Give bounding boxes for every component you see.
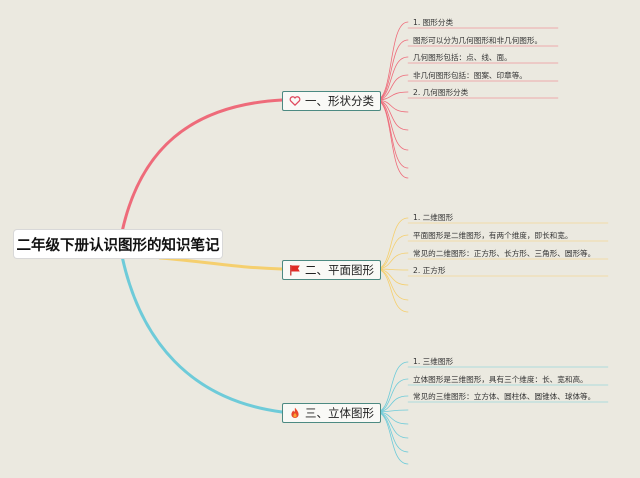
leaf-item: 常见的二维图形：正方形、长方形、三角形、圆形等。 [413, 249, 596, 258]
leaf-item: 立体图形是三维图形，具有三个维度：长、宽和高。 [413, 375, 588, 384]
leaf-item: 2. 正方形 [413, 266, 446, 275]
branch-plane-figures[interactable]: 二、平面图形 [282, 260, 381, 280]
leaf-connector [375, 99, 409, 169]
leaf-item: 常见的三维图形：立方体、圆柱体、圆锥体、球体等。 [413, 392, 596, 401]
leaf-item: 图形可以分为几何图形和非几何图形。 [413, 36, 543, 45]
root-topic[interactable]: 二年级下册认识图形的知识笔记 [14, 230, 222, 258]
branch-label: 一、形状分类 [305, 94, 374, 108]
branch-label: 二、平面图形 [305, 263, 374, 277]
leaf-item: 平面图形是二维图形，有两个维度，即长和宽。 [413, 231, 573, 240]
heart-icon [289, 95, 301, 107]
leaf-connector [375, 39, 409, 101]
root-topic-title: 二年级下册认识图形的知识笔记 [16, 237, 220, 254]
branch-connector [120, 98, 284, 234]
branch-solid-figures[interactable]: 三、立体图形 [282, 403, 381, 423]
flag-icon [289, 264, 301, 276]
leaf-connector [375, 21, 409, 101]
branch-connector [158, 256, 284, 271]
branch-label: 三、立体图形 [305, 406, 374, 420]
flame-icon [289, 407, 301, 419]
leaf-item: 2. 几何图形分类 [413, 88, 469, 97]
leaf-item: 非几何图形包括：图案、印章等。 [413, 71, 527, 80]
leaf-item: 几何图形包括：点、线、面。 [413, 53, 512, 62]
leaf-item: 1. 二维图形 [413, 213, 454, 222]
branch-connector [120, 254, 284, 414]
leaf-item: 1. 三维图形 [413, 357, 454, 366]
branch-shape-classification[interactable]: 一、形状分类 [282, 91, 381, 111]
leaf-item: 1. 图形分类 [413, 18, 454, 27]
